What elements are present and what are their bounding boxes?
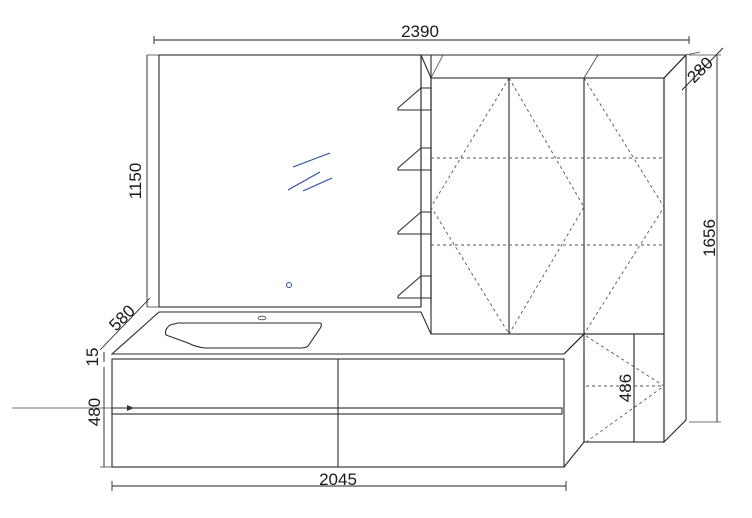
- mirror-glare-3: [287, 171, 321, 191]
- vanity-unit: [110, 311, 586, 468]
- dim-countertop-label: 15: [83, 348, 102, 367]
- dim-mirror-height-label: 1150: [126, 163, 145, 200]
- dim-cabinet-height-label: 1656: [700, 219, 719, 257]
- mirror: [147, 54, 422, 308]
- dim-mirror-height: 1150: [126, 55, 148, 307]
- basin: [164, 322, 322, 349]
- mirror-glare-2: [302, 177, 333, 192]
- dim-countertop: 15: [83, 348, 105, 367]
- dim-vanity-depth-label: 580: [105, 301, 138, 334]
- dim-cabinet-depth-label: 280: [683, 53, 716, 86]
- drain-icon: [257, 315, 267, 321]
- dim-cabinet-height: 1656: [689, 54, 721, 423]
- dim-drawer-height-label: 480: [85, 398, 104, 426]
- mirror-glare-1: [292, 152, 331, 168]
- dim-drawer-height: 480: [12, 367, 134, 468]
- open-shelf-unit: [397, 55, 432, 305]
- tall-cabinet: [420, 53, 688, 444]
- drawer-handle-rail: [111, 407, 563, 415]
- dim-open-shelf-label: 486: [616, 374, 635, 402]
- dim-vanity-width: 2045: [111, 470, 567, 491]
- dim-vanity-width-label: 2045: [319, 470, 357, 489]
- dim-total-width-label: 2390: [401, 22, 439, 41]
- dim-open-shelf: 486: [616, 334, 635, 442]
- dim-total-width: 2390: [153, 22, 690, 44]
- mirror-touch-switch-icon: [286, 282, 292, 288]
